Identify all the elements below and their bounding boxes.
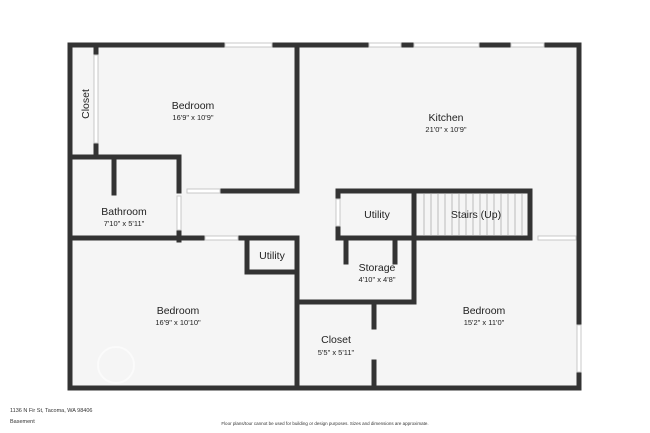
- room-dims-bedroom-top: 16'9" x 10'9": [172, 113, 213, 122]
- window: [224, 42, 273, 48]
- window: [186, 188, 221, 194]
- room-dims-storage: 4'10" x 4'8": [359, 275, 396, 284]
- room-dims-kitchen: 21'0" x 10'9": [425, 125, 466, 134]
- room-label-closet-bottom: Closet: [321, 334, 351, 346]
- room-dims-closet-bottom: 5'5" x 5'11": [318, 348, 355, 357]
- room-label-bedroom-top: Bedroom: [172, 100, 215, 112]
- window: [576, 324, 582, 373]
- window: [537, 235, 577, 241]
- watermark-logo-icon: [97, 346, 135, 384]
- window: [204, 235, 239, 241]
- room-label-bedroom-bottom-right: Bedroom: [463, 305, 506, 317]
- room-label-stairs: Stairs (Up): [451, 209, 501, 221]
- room-label-storage: Storage: [359, 262, 396, 274]
- walls: [67, 42, 582, 391]
- window: [510, 42, 545, 48]
- room-label-bedroom-bottom-left: Bedroom: [157, 305, 200, 317]
- window: [335, 198, 341, 227]
- stair-treads: [423, 194, 523, 235]
- room-label-utility-small: Utility: [259, 250, 285, 262]
- room-dims-bathroom: 7'10" x 5'11": [104, 219, 145, 228]
- window: [368, 42, 402, 48]
- room-dims-bedroom-bottom-left: 16'9" x 10'10": [155, 318, 201, 327]
- room-dims-bedroom-bottom-right: 15'2" x 11'0": [464, 318, 505, 327]
- room-label-kitchen: Kitchen: [428, 112, 463, 124]
- room-label-bathroom: Bathroom: [101, 206, 147, 218]
- footer-address: 1136 N Fir St, Tacoma, WA 98406: [10, 408, 93, 414]
- footer-level: Basement: [10, 419, 35, 425]
- window: [93, 54, 99, 144]
- windows: [93, 42, 582, 373]
- room-label-utility-right: Utility: [364, 209, 390, 221]
- window: [413, 42, 480, 48]
- window: [176, 195, 182, 231]
- footer-disclaimer: Floor plans/tour cannot be used for buil…: [221, 421, 429, 426]
- room-label-closet-top: Closet: [80, 89, 92, 119]
